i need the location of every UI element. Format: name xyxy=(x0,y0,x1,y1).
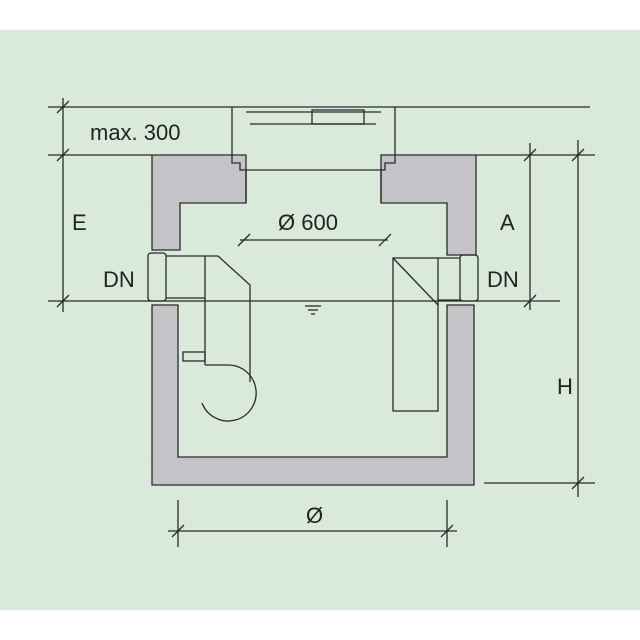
dimension-lines xyxy=(48,98,595,547)
water-level xyxy=(48,300,560,315)
top-slab-left xyxy=(151,154,247,251)
manhole-cover xyxy=(231,107,396,203)
concrete-body xyxy=(151,154,477,486)
panel-background xyxy=(0,30,640,610)
dn-inlet-label: DN xyxy=(103,267,135,292)
e-dimension-label: E xyxy=(72,210,87,235)
dn-outlet-label: DN xyxy=(487,267,519,292)
cover-height-label: max. 300 xyxy=(90,120,181,145)
chamber-walls xyxy=(151,304,475,486)
a-dimension-label: A xyxy=(500,210,515,235)
opening-diameter-label: Ø 600 xyxy=(278,210,338,235)
h-dimension-label: H xyxy=(557,374,573,399)
diameter-label: Ø xyxy=(306,503,323,528)
